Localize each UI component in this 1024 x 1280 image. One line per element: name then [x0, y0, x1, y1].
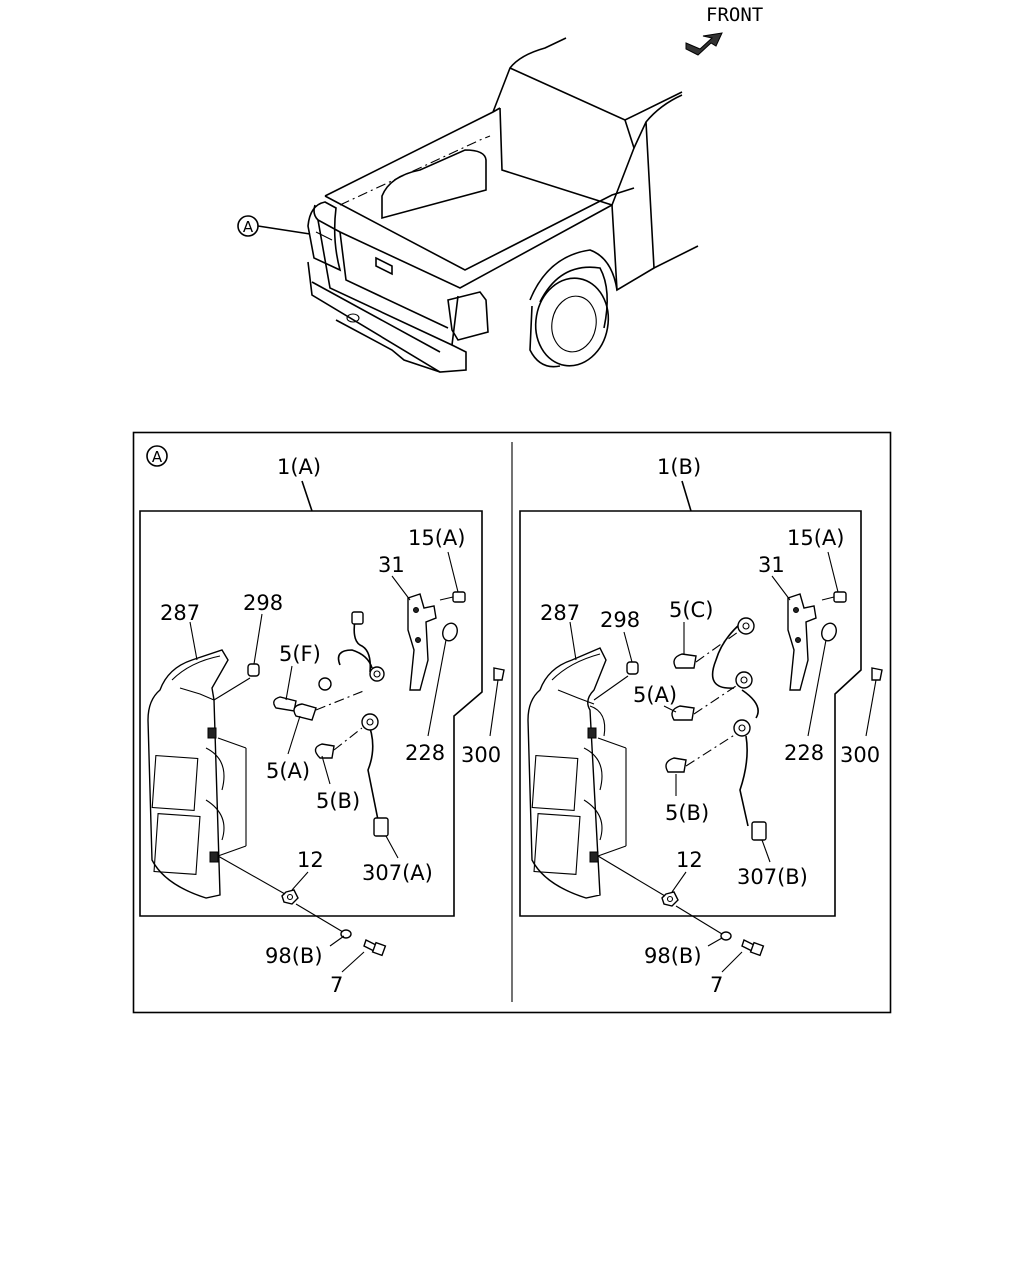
bolt-7-icon: [741, 939, 765, 957]
nut-12: [661, 891, 679, 907]
label-12: 12: [676, 848, 703, 872]
truck-overview-illustration: [307, 37, 699, 373]
label-5a: 5(A): [633, 683, 677, 707]
label-298: 298: [243, 591, 283, 615]
label-287: 287: [160, 601, 200, 625]
label-5b: 5(B): [665, 801, 709, 825]
label-300: 300: [461, 743, 501, 767]
seal-228: [821, 622, 837, 642]
grommet-298: [626, 661, 639, 675]
bracket-31: [407, 593, 437, 691]
label-98b: 98(B): [265, 944, 323, 968]
bulb-5b-icon: [665, 757, 687, 773]
clip-300: [493, 667, 505, 681]
label-5f: 5(F): [279, 642, 321, 666]
label-31: 31: [758, 553, 785, 577]
grommet-298: [247, 663, 260, 677]
label-287: 287: [540, 601, 580, 625]
bulb-5f-icon: [273, 696, 297, 712]
screw-15a-icon: [439, 591, 466, 603]
assembly-1b-title: 1(B): [657, 455, 701, 479]
label-307a: 307(A): [362, 861, 433, 885]
label-15a: 15(A): [408, 526, 465, 550]
panel-marker-label: A: [152, 448, 163, 466]
label-5b: 5(B): [316, 789, 360, 813]
assembly-1b: 1(B): [519, 455, 883, 997]
tail-lamp-housing: [147, 649, 229, 899]
bulb-5a-icon: [293, 703, 317, 721]
clip-300: [871, 667, 883, 681]
bolt-7-icon: [363, 939, 387, 957]
assembly-1a: 1(A): [139, 455, 505, 997]
bulb-5a-icon: [671, 705, 695, 721]
socket-harness: [711, 617, 767, 841]
view-marker-a: A: [237, 215, 311, 237]
label-31: 31: [378, 553, 405, 577]
socket-harness: [318, 611, 389, 837]
label-15a: 15(A): [787, 526, 844, 550]
label-7: 7: [710, 973, 723, 997]
detail-panel-a: A: [132, 431, 892, 1014]
bulb-5b-icon: [314, 743, 335, 759]
label-228: 228: [405, 741, 445, 765]
label-5c: 5(C): [669, 598, 713, 622]
label-300: 300: [840, 743, 880, 767]
washer-98b: [720, 931, 732, 941]
label-98b: 98(B): [644, 944, 702, 968]
label-5a: 5(A): [266, 759, 310, 783]
label-228: 228: [784, 741, 824, 765]
seal-228: [442, 622, 458, 642]
nut-12: [281, 889, 299, 905]
front-arrow-icon: [685, 32, 723, 56]
label-7: 7: [330, 973, 343, 997]
bracket-31: [787, 593, 817, 691]
view-marker-label: A: [243, 218, 254, 236]
label-12: 12: [297, 848, 324, 872]
bulb-5c-icon: [673, 653, 697, 669]
tail-lamp-housing: [527, 647, 607, 899]
screw-15a-icon: [821, 591, 847, 603]
front-label: FRONT: [706, 4, 763, 26]
label-307b: 307(B): [737, 865, 808, 889]
assembly-1a-title: 1(A): [277, 455, 321, 479]
label-298: 298: [600, 608, 640, 632]
front-indicator: FRONT: [685, 4, 763, 56]
